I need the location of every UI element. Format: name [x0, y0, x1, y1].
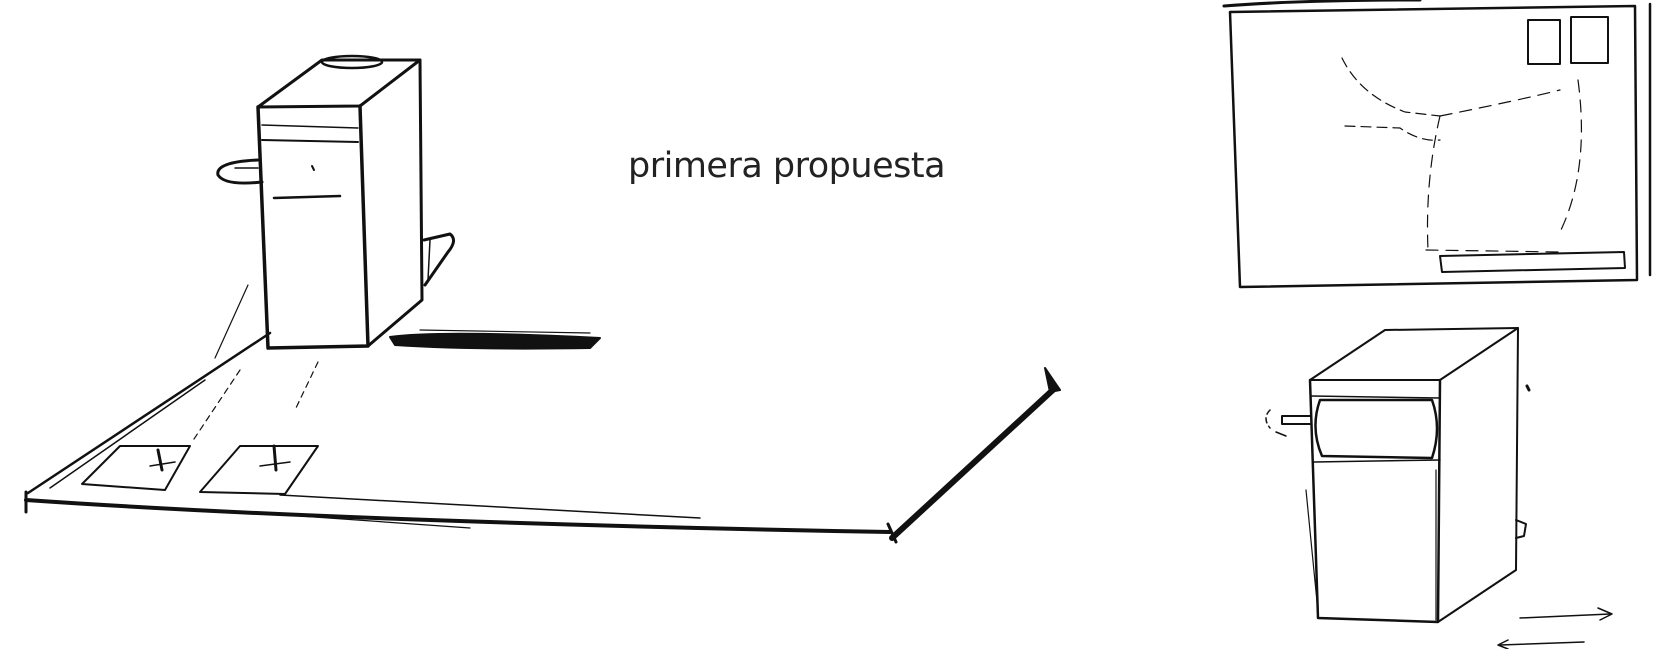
- wall-panel-sketch: [1224, 0, 1650, 287]
- wand-sketch: [888, 368, 1060, 542]
- platform-sketch: [26, 285, 890, 532]
- coffee-machine-front-sketch: [1266, 328, 1612, 649]
- machine-shadow-sketch: [390, 334, 600, 349]
- coffee-machine-on-platform-sketch: [26, 56, 1060, 542]
- caption-primera-propuesta: primera propuesta: [628, 146, 946, 186]
- coffee-machine-sketch: [218, 56, 454, 348]
